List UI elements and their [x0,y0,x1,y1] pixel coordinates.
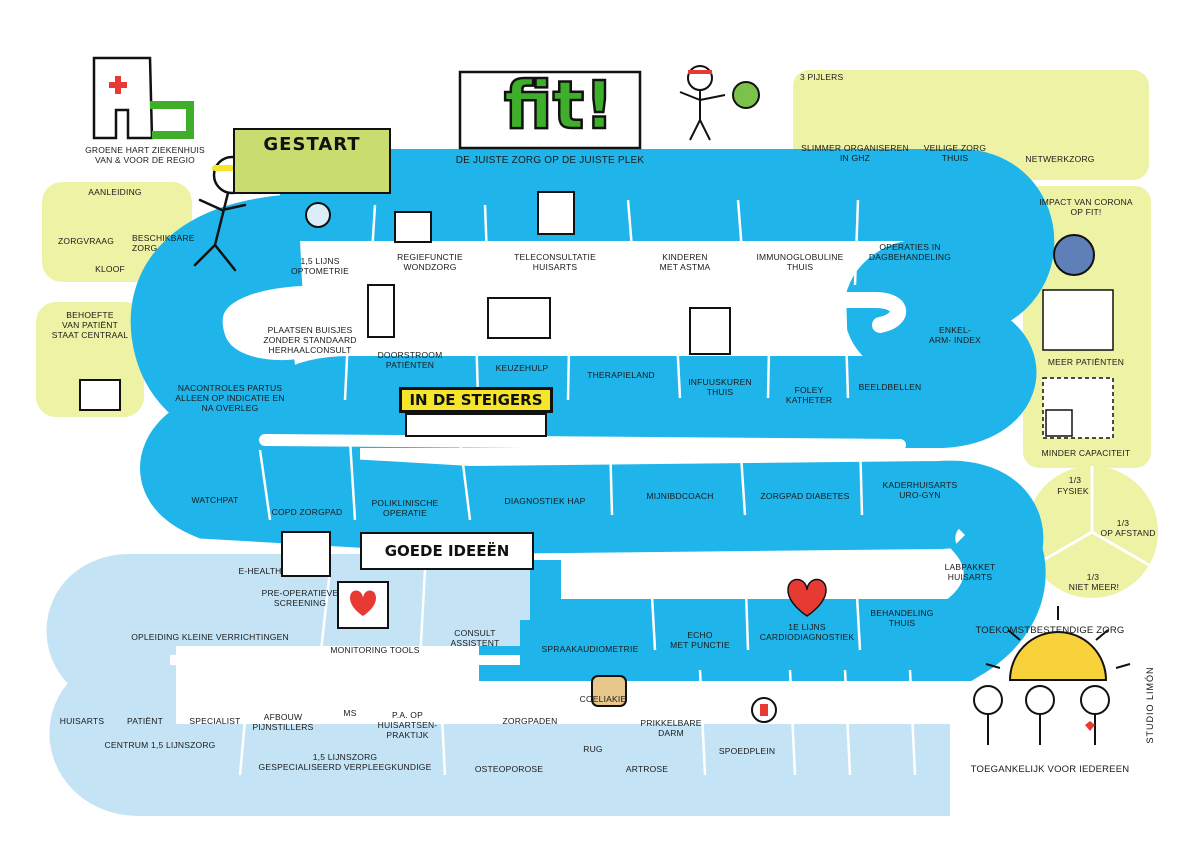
tile-doorstroom: DOORSTROOM PATIËNTEN [377,350,443,370]
tile-infuuskuren: INFUUSKUREN THUIS [688,377,752,397]
sun-icon [985,606,1131,681]
tile-copd: COPD ZORGPAD [271,507,343,517]
hospital-logo [92,56,194,140]
tile-opleiding: OPLEIDING KLEINE VERRICHTINGEN [131,632,289,642]
tile-foley: FOLEY KATHETER [785,385,833,405]
monitor-heart-icon [337,581,389,629]
studio-label: STUDIO LIMÓN [1145,666,1155,744]
gestart-label: GESTART [263,134,361,155]
tile-echo: ECHO MET PUNCTIE [670,630,730,650]
tile-cardiodiagnostiek: 1E LIJNS CARDIODIAGNOSTIEK [759,622,855,642]
kloof-label: KLOOF [95,264,125,274]
tile-behandeling-thuis: BEHANDELING THUIS [870,608,934,628]
checklist-icon [281,531,331,577]
tile-teleconsultatie: TELECONSULTATIE HUISARTS [514,252,596,272]
zorgvraag-label: ZORGVRAAG [58,236,115,246]
tile-nacontroles: NACONTROLES PARTUS ALLEEN OP INDICATIE E… [175,383,285,413]
virus-icon [1053,234,1095,276]
screen-icon [537,191,575,235]
meer-patienten-label: MEER PATIËNTEN [1047,357,1125,367]
toegankelijk-label: TOEGANKELIJK VOOR IEDEREEN [970,764,1130,775]
label-zorgpaden: ZORGPADEN [502,716,558,726]
fysiek-fraction: 1/3 [1068,475,1082,485]
clapboard-icon [79,379,121,411]
label-huisarts: HUISARTS [59,716,105,726]
tile-ehealth: e-HEALTH [238,566,282,576]
tile-labpakket: LABPAKKET HUISARTS [944,562,996,582]
title-banner-text: fit! [468,66,650,148]
tile-consult-assistent: CONSULT ASSISTENT [450,628,500,648]
page-title: fit! [502,66,615,146]
road-right-bend [479,491,1046,681]
tile-immunoglobuline: IMMUNOGLOBULINE THUIS [756,252,844,272]
tile-watchpat: WatchPAT [191,495,239,505]
label-osteoporose: OSTEOPOROSE [474,764,544,774]
label-afbouw: AFBOUW PIJNSTILLERS [252,712,314,732]
corona-title: IMPACT VAN CORONA OP FIT! [1039,197,1133,217]
building-icon [367,284,395,338]
label-ms: MS [343,708,357,718]
afstand-label: OP AFSTAND [1100,528,1156,538]
aanleiding-title: AANLEIDING [88,187,142,197]
steigers-sign: IN DE STEIGERS [400,388,552,412]
fysiek-label: FYSIEK [1057,486,1089,496]
people-group [973,685,1110,745]
tile-poliklinische: POLIKLINISCHE OPERATIE [371,498,439,518]
tile-kaderhuisarts: KADERHUISARTS URO-GYN [882,480,958,500]
title-figure [679,65,760,141]
minder-capaciteit-label: MINDER CAPACITEIT [1041,448,1131,458]
label-artrose: ARTROSE [625,764,669,774]
niet-label: NIET MEER! [1068,582,1120,592]
tile-dividers [238,199,917,776]
pijler-slimmer: SLIMMER ORGANISEREN IN GHZ [801,143,909,163]
label-prikkelbare: PRIKKELBARE DARM [640,718,702,738]
keuzehulp-screen-icon [487,297,551,339]
studio-signature: STUDIO LIMÓN [1140,650,1160,770]
tile-diagnostiek-hap: DIAGNOSTIEK HAP [504,496,586,506]
tile-beeldbellen: BEELDBELLEN [858,382,922,392]
patients-grid-icon [1042,289,1114,351]
gestart-sign: GESTART [233,128,391,194]
pijlers-title: 3 PIJLERS [800,72,844,82]
bread-icon [591,675,627,707]
tile-preoperatieve: PRE-OPERATIEVE SCREENING [261,588,339,608]
beschikbare-zorg-label: BESCHIKBARE ZORG [132,233,195,253]
title-banner [458,70,642,150]
clapboard-wound-icon [394,211,432,243]
toekomst-label: TOEKOMSTBESTENDIGE ZORG [975,625,1125,636]
pijler-netwerk: NETWERKZORG [1025,154,1095,164]
label-spoedplein: SPOEDPLEIN [718,746,776,756]
behoefte-label: BEHOEFTE VAN PATIËNT STAAT CENTRAAL [51,310,129,340]
label-centrum: CENTRUM 1,5 LIJNSZORG [104,740,216,750]
tile-spraakaudiometrie: SPRAAKAUDIOMETRIE [541,644,639,654]
tile-wondzorg: REGIEFUNCTIE WONDZORG [397,252,463,272]
tile-enkel-arm-index: ENKEL- ARM- INDEX [928,325,982,345]
afstand-fraction: 1/3 [1116,518,1130,528]
label-rug: RUG [583,744,603,754]
tile-optometrie: 1,5 LIJNS OPTOMETRIE [290,256,350,276]
tile-keuzehulp: KEUZEHULP [495,363,549,373]
tile-monitoring: MONITORING TOOLS [330,645,420,655]
infusion-bag-icon [689,307,731,355]
road-ideeen [46,554,950,816]
scaffold-icon [405,413,547,437]
ideeen-sign: GOEDE IDEEËN [360,532,534,570]
label-pa: P.A. OP HUISARTSEN- PRAKTIJK [377,710,438,740]
magnifier-icon [305,202,331,228]
tile-therapieland: THERAPIELAND [587,370,655,380]
label-patient: PATIËNT [126,716,164,726]
tile-buisjes: PLAATSEN BUISJES ZONDER STANDAARD HERHAA… [263,325,357,355]
tile-dagbehandeling: OPERATIES IN DAGBEHANDELING [868,242,952,262]
tile-astma: KINDEREN MET ASTMA [659,252,711,272]
heart-icon [787,578,827,617]
hospital-caption: GROENE HART ZIEKENHUIS VAN & VOOR DE REG… [85,145,205,165]
tile-mijnibdcoach: MijnIBDcoach [646,491,714,501]
tile-zorgpad-diabetes: ZORGPAD DIABETES [760,491,850,501]
pijler-veilig: VEILIGE ZORG THUIS [923,143,987,163]
niet-fraction: 1/3 [1086,572,1100,582]
page-subtitle: DE JUISTE ZORG OP DE JUISTE PLEK [455,155,645,166]
label-specialist: SPECIALIST [189,716,241,726]
label-verpleegkundige: 1,5 LIJNSZORG GESPECIALISEERD VERPLEEGKU… [258,752,432,772]
label-coeliakie: COELIAKIE [579,694,627,704]
